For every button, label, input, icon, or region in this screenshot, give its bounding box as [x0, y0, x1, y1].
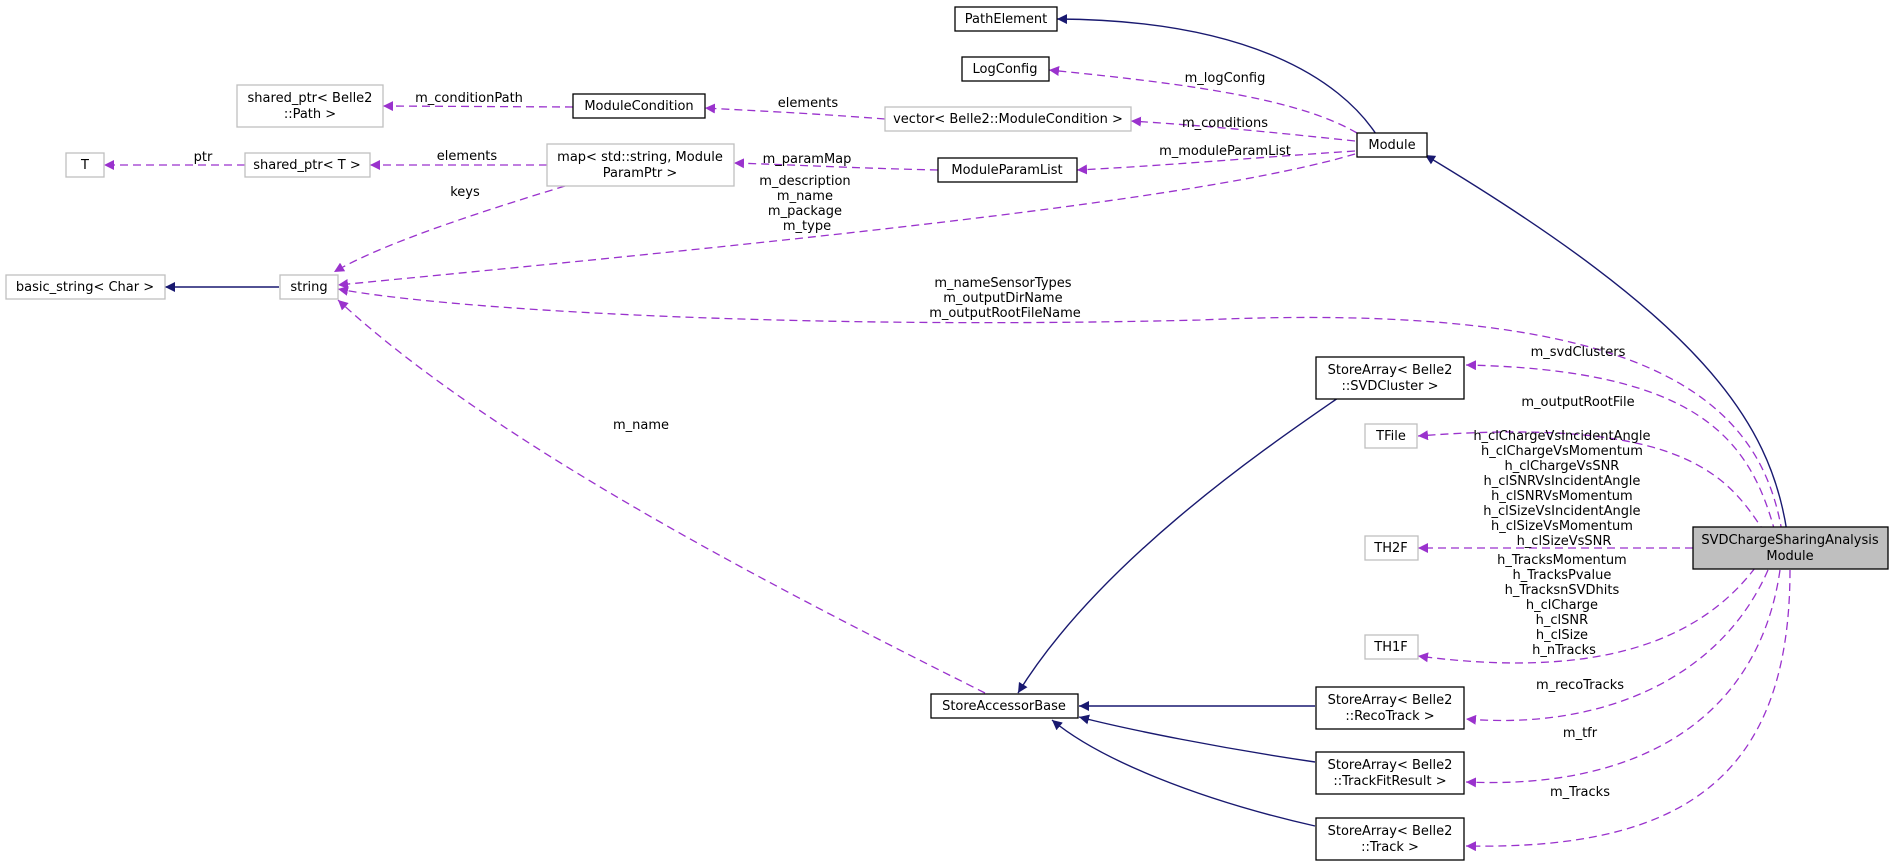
node-modulecondition[interactable]: ModuleCondition — [572, 93, 706, 119]
node-label: StoreArray< Belle2 — [1328, 758, 1453, 773]
node-basic-string[interactable]: basic_string< Char > — [5, 274, 166, 300]
edge-parammap — [733, 158, 939, 171]
node-label: TH1F — [1373, 640, 1407, 655]
node-label: StoreArray< Belle2 — [1328, 693, 1453, 708]
node-label: StoreArray< Belle2 — [1328, 363, 1453, 378]
node-shared-ptr-path[interactable]: shared_ptr< Belle2 ::Path > — [236, 84, 384, 128]
node-label: vector< Belle2::ModuleCondition > — [893, 112, 1123, 127]
label-ptr: ptr — [194, 150, 213, 165]
node-label: basic_string< Char > — [16, 280, 154, 295]
node-t[interactable]: T — [65, 152, 105, 178]
edge-tfr — [1465, 569, 1781, 788]
edge-track-to-storeaccessorbase — [1051, 719, 1316, 827]
node-label: Module — [1368, 138, 1415, 153]
edge-string-storeaccessorbase — [337, 299, 986, 694]
label-m-svdclusters: m_svdClusters — [1531, 345, 1626, 360]
node-storearray-recotrack[interactable]: StoreArray< Belle2 ::RecoTrack > — [1315, 686, 1465, 730]
node-map-param[interactable]: map< std::string, Module ParamPtr > — [546, 143, 735, 187]
edge-svd-strings — [337, 285, 1783, 533]
node-pathelement[interactable]: PathElement — [954, 6, 1058, 32]
edge-outputrootfile — [1417, 430, 1766, 534]
label-m-logconfig: m_logConfig — [1185, 71, 1266, 86]
edge-recotracks — [1465, 569, 1769, 725]
edge-labels: m_logConfig m_conditionPath elements m_c… — [194, 71, 1654, 800]
node-label: StoreArray< Belle2 — [1328, 824, 1453, 839]
node-tfile[interactable]: TFile — [1364, 423, 1418, 449]
edge-svdmodule-to-module — [1424, 154, 1788, 533]
node-th2f[interactable]: TH2F — [1364, 535, 1419, 561]
node-logconfig[interactable]: LogConfig — [961, 56, 1050, 82]
edge-conditionpath — [382, 101, 574, 112]
edge-moduleparamlist — [1076, 150, 1356, 175]
label-m-recotracks: m_recoTracks — [1536, 678, 1624, 693]
edge-th1f — [1417, 567, 1756, 664]
label-module-strings: m_description m_name m_package m_type — [759, 174, 855, 234]
node-label: ::Track > — [1361, 840, 1419, 855]
node-storearray-trackfitresult[interactable]: StoreArray< Belle2 ::TrackFitResult > — [1315, 751, 1465, 795]
node-label: ::Path > — [284, 107, 336, 122]
usage-edges — [104, 66, 1791, 852]
edge-trackfit-to-storeaccessorbase — [1078, 714, 1316, 763]
node-shared-ptr-t[interactable]: shared_ptr< T > — [244, 152, 371, 178]
label-m-moduleparamlist: m_moduleParamList — [1159, 144, 1291, 159]
label-m-outputrootfile: m_outputRootFile — [1521, 395, 1634, 410]
label-m-conditionpath: m_conditionPath — [415, 91, 523, 106]
edge-keys — [333, 185, 566, 273]
node-label: Module — [1766, 549, 1813, 564]
node-label: map< std::string, Module — [557, 150, 723, 165]
node-moduleparamlist[interactable]: ModuleParamList — [937, 157, 1078, 183]
label-m-name-sab: m_name — [613, 418, 669, 433]
inheritance-edges — [165, 14, 1788, 827]
node-label: StoreAccessorBase — [942, 699, 1066, 714]
label-m-conditions: m_conditions — [1182, 116, 1268, 131]
node-label: ::RecoTrack > — [1345, 709, 1434, 724]
node-storearray-svdcluster[interactable]: StoreArray< Belle2 ::SVDCluster > — [1315, 356, 1465, 400]
label-m-tracks: m_Tracks — [1550, 785, 1610, 800]
node-label: PathElement — [965, 12, 1047, 27]
label-m-parammap: m_paramMap — [763, 152, 852, 167]
node-label: TH2F — [1373, 541, 1407, 556]
node-label: ::SVDCluster > — [1341, 379, 1438, 394]
node-label: ModuleParamList — [951, 163, 1062, 178]
edge-svdcluster-to-storeaccessorbase — [1017, 397, 1339, 694]
node-storearray-track[interactable]: StoreArray< Belle2 ::Track > — [1315, 817, 1465, 861]
label-m-tfr: m_tfr — [1563, 726, 1598, 741]
node-label: T — [80, 158, 89, 173]
label-th1f-hists: h_TracksMomentum h_TracksPvalue h_Tracks… — [1497, 553, 1631, 658]
node-label: TFile — [1375, 429, 1406, 444]
node-label: ::TrackFitResult > — [1333, 774, 1446, 789]
label-svd-strings: m_nameSensorTypes m_outputDirName m_outp… — [929, 276, 1081, 321]
label-elements-modcond: elements — [778, 96, 839, 111]
node-vector-modulecondition[interactable]: vector< Belle2::ModuleCondition > — [884, 106, 1132, 132]
node-string[interactable]: string — [279, 274, 339, 300]
edge-module-to-pathelement — [1056, 14, 1377, 135]
node-storeaccessorbase[interactable]: StoreAccessorBase — [930, 693, 1079, 719]
nodes: PathElement LogConfig Module shared_ptr<… — [5, 6, 1889, 861]
node-th1f[interactable]: TH1F — [1364, 634, 1419, 660]
label-elements-sharedptr: elements — [437, 149, 498, 164]
edge-tracks — [1465, 569, 1791, 852]
edge-logconfig — [1048, 66, 1358, 134]
edge-conditions — [1130, 116, 1356, 142]
node-svdchargesharinganalysis-module[interactable]: SVDChargeSharingAnalysis Module — [1692, 526, 1889, 570]
edge-module-strings — [337, 153, 1356, 290]
node-label: ModuleCondition — [584, 99, 693, 114]
node-label: SVDChargeSharingAnalysis — [1701, 533, 1878, 548]
node-label: string — [290, 280, 327, 295]
node-module[interactable]: Module — [1356, 132, 1428, 158]
node-label: ParamPtr > — [603, 166, 678, 181]
label-th2f-hists: h_clChargeVsIncidentAngle h_clChargeVsMo… — [1473, 429, 1654, 549]
node-label: shared_ptr< T > — [253, 158, 360, 173]
node-label: shared_ptr< Belle2 — [248, 91, 373, 106]
label-keys: keys — [450, 185, 480, 200]
node-label: LogConfig — [973, 62, 1038, 77]
